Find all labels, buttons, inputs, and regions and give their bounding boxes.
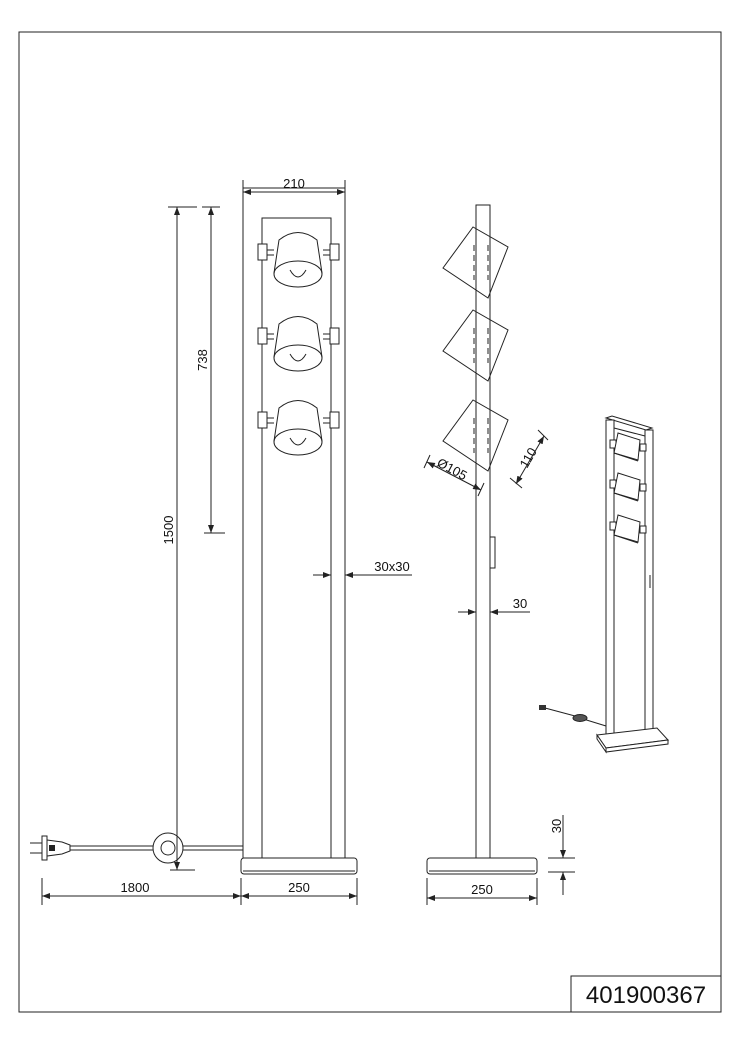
svg-text:30: 30	[513, 596, 527, 611]
svg-text:250: 250	[471, 882, 493, 897]
svg-text:1800: 1800	[121, 880, 150, 895]
front-view	[30, 187, 358, 875]
svg-text:738: 738	[195, 349, 210, 371]
plug-icon	[30, 835, 71, 861]
svg-text:210: 210	[283, 176, 305, 191]
side-view	[426, 204, 538, 875]
svg-text:1500: 1500	[161, 516, 176, 545]
foot-switch-icon	[152, 832, 184, 864]
drawing-border	[18, 31, 722, 1013]
base-front	[240, 857, 358, 875]
part-number-box	[570, 975, 722, 1013]
shade-icon	[257, 232, 340, 288]
isometric-view	[539, 415, 670, 754]
part-number: 401900367	[586, 982, 706, 1009]
lamp-shades-front	[257, 232, 340, 456]
svg-text:30: 30	[549, 819, 564, 833]
side-dimensions: Ø105 110 30 30 250	[423, 429, 575, 905]
svg-text:250: 250	[288, 880, 310, 895]
front-dimensions: 210 1500 738 30x30 1800 250	[41, 176, 412, 905]
svg-text:Ø105: Ø105	[435, 455, 470, 483]
base-side	[426, 857, 538, 875]
svg-text:30x30: 30x30	[374, 559, 409, 574]
